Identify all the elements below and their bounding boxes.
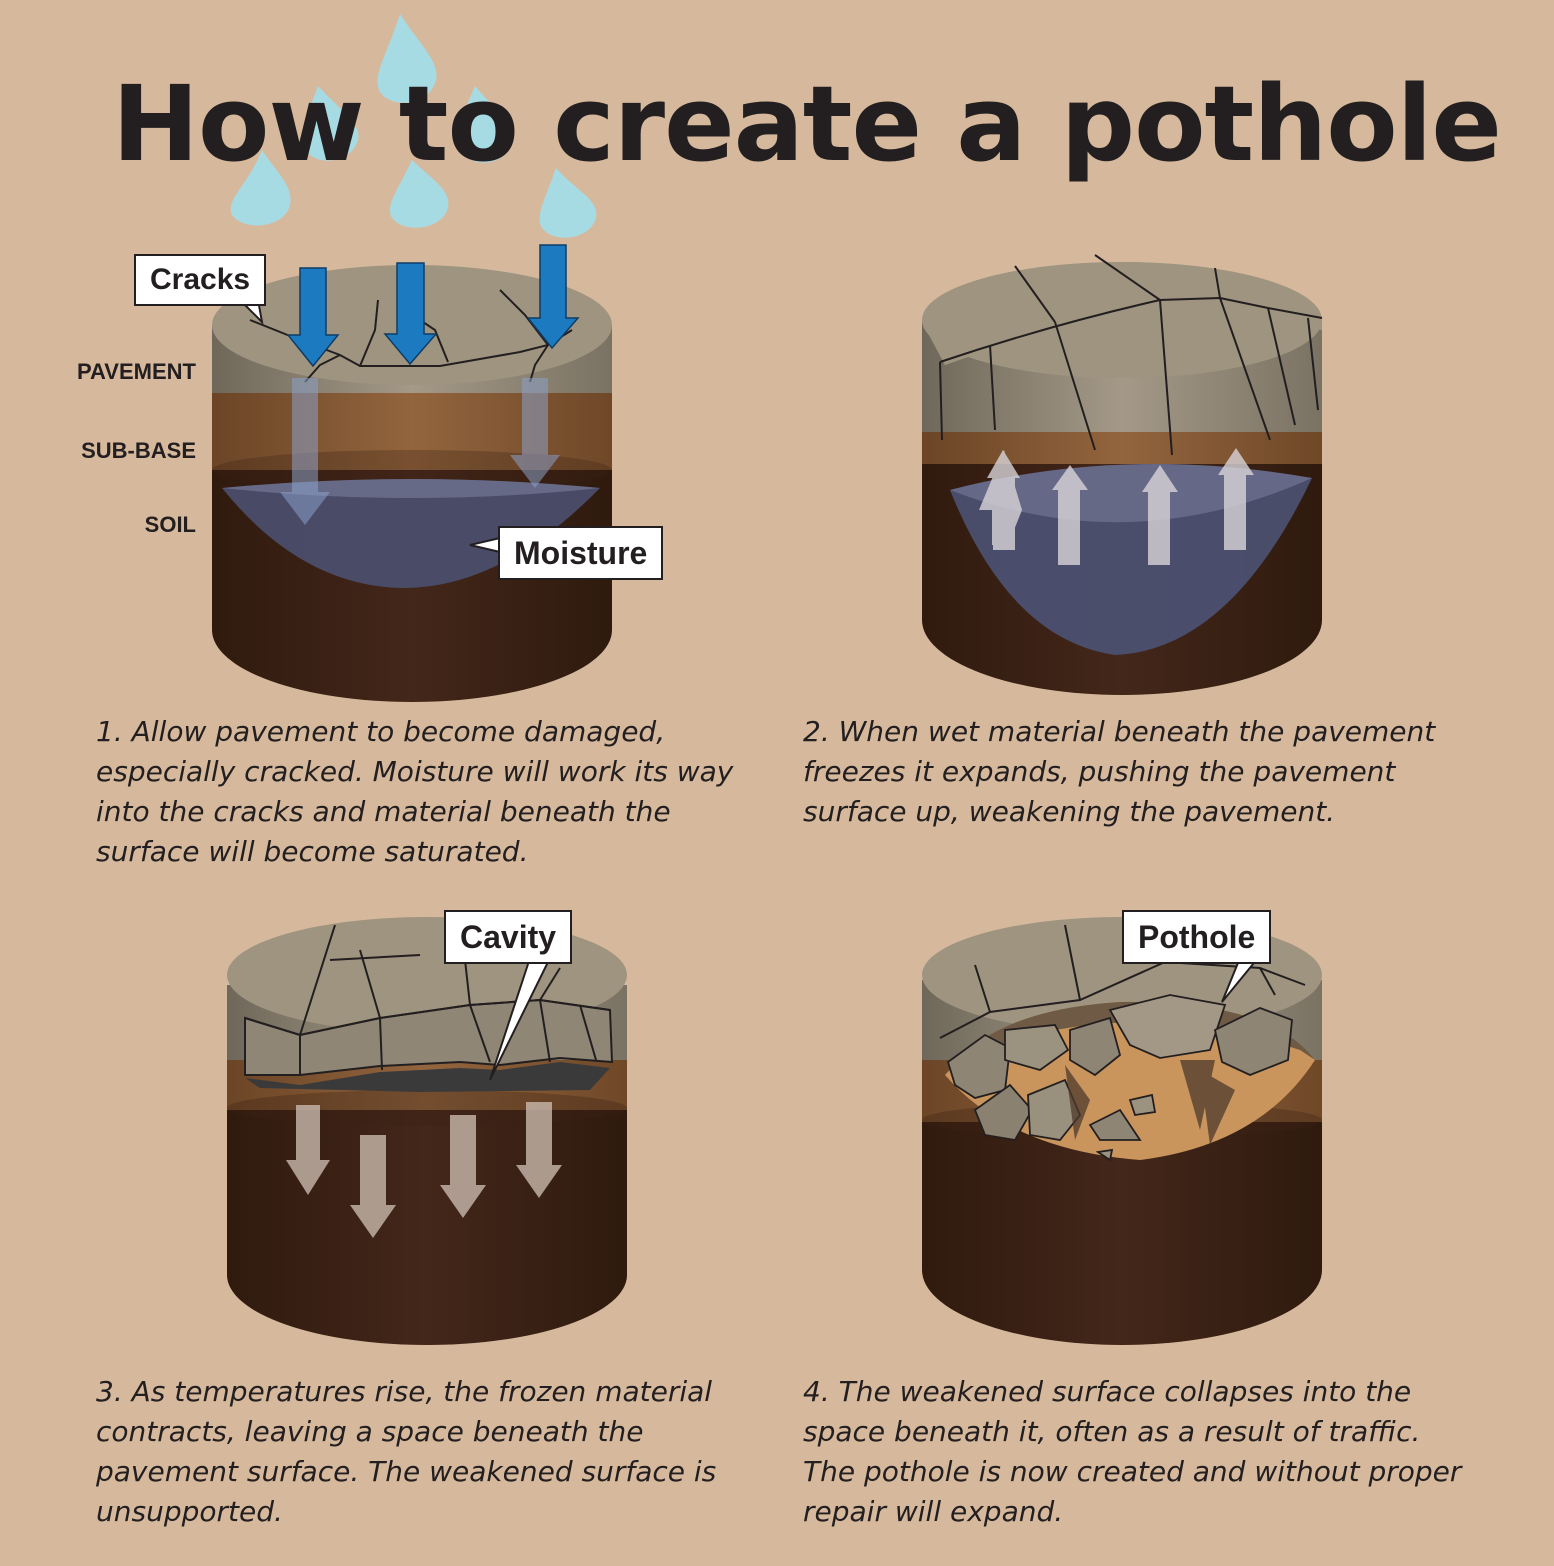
page-title: How to create a pothole [112, 63, 1502, 185]
soil-layer [227, 1108, 627, 1345]
cylinder-step-3 [227, 917, 627, 1345]
down-arrows [286, 1102, 562, 1238]
up-arrows [979, 448, 1254, 565]
seepage-arrows [280, 378, 560, 525]
rubble [946, 994, 1293, 1162]
pavement-label: PAVEMENT [77, 359, 196, 384]
soil-label: SOIL [144, 512, 196, 537]
step-1-caption: 1. Allow pavement to become damaged, esp… [96, 715, 734, 868]
raindrop-6 [539, 168, 597, 238]
cracks-lines [249, 289, 573, 383]
crack-lines [244, 924, 611, 1075]
cylinder-step-1 [212, 244, 612, 702]
cylinder-step-2 [922, 254, 1323, 695]
blue-arrows [286, 244, 580, 368]
sub-base-label: SUB-BASE [81, 438, 196, 463]
raindrop-1 [377, 14, 437, 103]
cracks-callout: Cracks [134, 254, 267, 306]
raindrop-5 [390, 160, 449, 228]
cylinder-step-4 [922, 917, 1322, 1345]
blue-arrow-1 [286, 267, 340, 368]
crack-lines [939, 924, 1306, 1039]
step-2-caption: 2. When wet material beneath the pavemen… [803, 715, 1436, 828]
blue-arrow-2 [383, 262, 438, 366]
moisture-callout: Moisture [498, 526, 664, 581]
raindrop-4 [230, 150, 291, 226]
cavity-callout: Cavity [444, 910, 573, 965]
step-3-caption: 3. As temperatures rise, the frozen mate… [96, 1375, 717, 1528]
blue-arrow-3 [526, 244, 580, 350]
raindrops [230, 14, 597, 238]
step-4-caption: 4. The weakened surface collapses into t… [803, 1375, 1462, 1528]
raindrop-3 [458, 86, 513, 163]
cavity-gap [245, 1062, 610, 1092]
raindrop-2 [302, 86, 359, 161]
soil-layer [922, 1120, 1322, 1345]
crack-lines [939, 254, 1323, 456]
pothole-callout: Pothole [1122, 910, 1272, 965]
slab-shadows [1065, 1060, 1235, 1145]
